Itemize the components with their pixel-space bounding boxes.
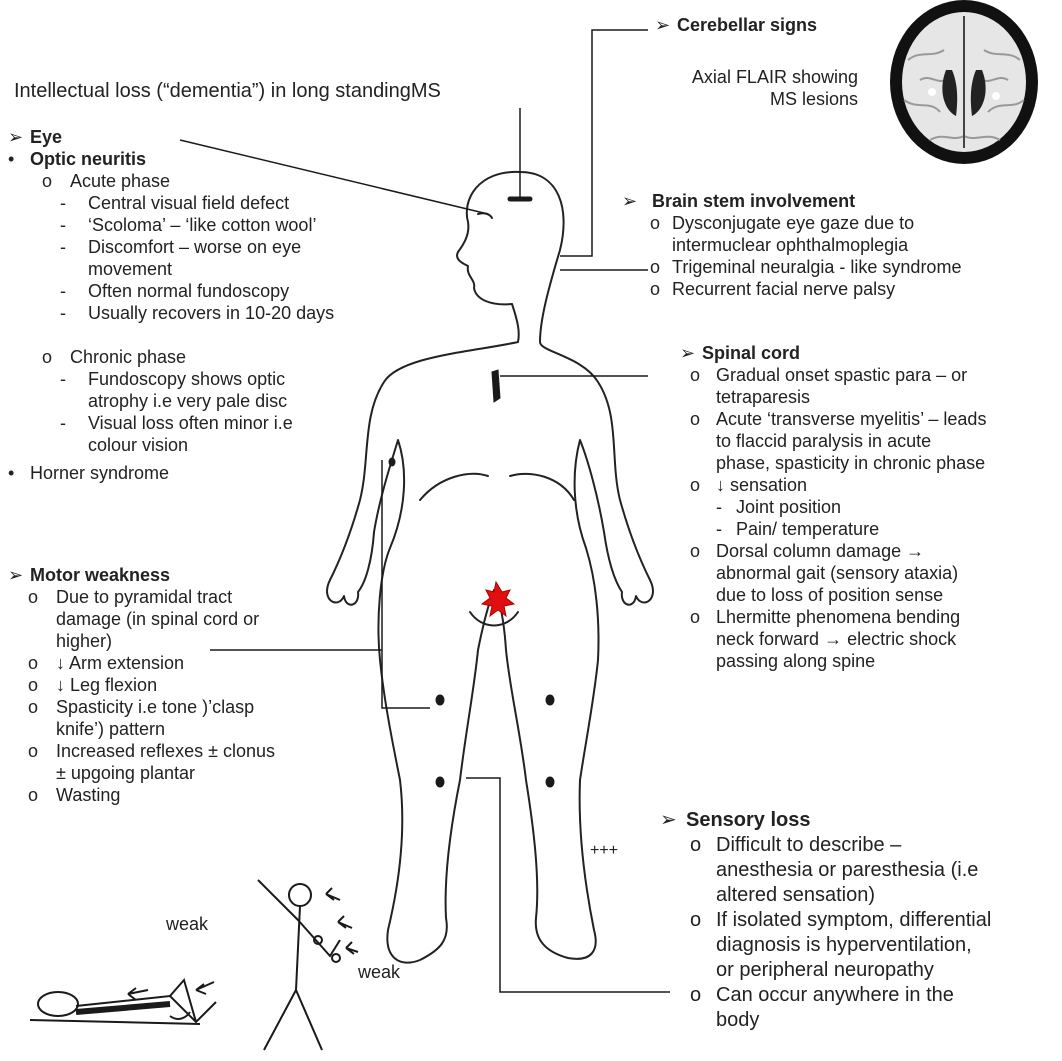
- acute-item: Often normal fundoscopy: [88, 281, 289, 301]
- brainstem-item: Recurrent facial nerve palsy: [672, 279, 895, 299]
- plus-label: +++: [590, 842, 618, 860]
- motor-item: Increased reflexes ± clonus: [56, 741, 275, 761]
- brainstem-item: Trigeminal neuralgia - like syndrome: [672, 257, 961, 277]
- brainstem-item: Dysconjugate eye gaze due to: [672, 213, 914, 233]
- motor-item: Due to pyramidal tract: [56, 587, 232, 607]
- sensory-item: Can occur anywhere in the: [716, 984, 954, 1006]
- groin-curve: [470, 612, 518, 626]
- acute-item: ‘Scoloma’ – ‘like cotton wool’: [88, 215, 316, 235]
- spinal-heading: Spinal cord: [702, 343, 800, 363]
- sensory-item: anesthesia or paresthesia (i.e: [716, 859, 978, 881]
- cerebellar-section: ➢ Cerebellar signs: [655, 14, 817, 36]
- axial-flair-brain-image: [890, 0, 1038, 164]
- motor-item: Spasticity i.e tone )’clasp: [56, 697, 254, 717]
- motor-item: knife’) pattern: [56, 719, 165, 739]
- motor-item: ± upgoing plantar: [56, 763, 195, 783]
- motor-item: Wasting: [56, 785, 120, 805]
- spinal-item: to flaccid paralysis in acute: [716, 431, 931, 451]
- standing-figure: [258, 880, 358, 1050]
- motor-item: Arm extension: [69, 653, 184, 673]
- motor-item: Leg flexion: [70, 675, 157, 695]
- spinal-item: Dorsal column damage: [716, 541, 901, 561]
- spinal-item: Acute ‘transverse myelitis’ – leads: [716, 409, 986, 429]
- spinal-item: neck forward: [716, 629, 819, 649]
- sensory-heading: Sensory loss: [686, 809, 811, 831]
- arrow-marker: ➢: [655, 14, 670, 36]
- motor-item: higher): [56, 631, 112, 651]
- brainstem-item: intermuclear ophthalmoplegia: [672, 235, 908, 255]
- spinal-item: Joint position: [736, 497, 841, 517]
- chronic-item: Visual loss often minor i.e: [88, 413, 293, 433]
- chronic-phase: Chronic phase: [70, 347, 186, 367]
- horner-syndrome: Horner syndrome: [30, 463, 169, 483]
- acute-item: Discomfort – worse on eye: [88, 237, 301, 257]
- circle-marker: o: [42, 170, 52, 192]
- cerebellar-heading: Cerebellar signs: [677, 15, 817, 35]
- spinal-item: Gradual onset spastic para – or: [716, 365, 967, 385]
- spinal-item: Lhermitte phenomena bending: [716, 607, 960, 627]
- spinal-item: passing along spine: [716, 651, 875, 671]
- acute-item: movement: [88, 259, 172, 279]
- spinal-item: tetraparesis: [716, 387, 810, 407]
- motor-item: damage (in spinal cord or: [56, 609, 259, 629]
- motor-heading: Motor weakness: [30, 565, 170, 585]
- optic-neuritis-heading: Optic neuritis: [30, 149, 146, 169]
- chronic-item: Fundoscopy shows optic: [88, 369, 285, 389]
- sensory-item: or peripheral neuropathy: [716, 959, 934, 981]
- acute-phase: Acute phase: [70, 171, 170, 191]
- bullet-marker: •: [8, 148, 14, 170]
- spinal-item: Pain/ temperature: [736, 519, 879, 539]
- spinal-item: due to loss of position sense: [716, 585, 943, 605]
- weak-label: weak: [166, 914, 208, 935]
- lying-figure: [30, 980, 216, 1024]
- sensory-item: Difficult to describe –: [716, 834, 901, 856]
- acute-item: Usually recovers in 10-20 days: [88, 303, 334, 323]
- mri-caption: Axial FLAIR showing MS lesions: [680, 66, 858, 110]
- sensory-item: altered sensation): [716, 884, 875, 906]
- leader-sensory: [466, 778, 670, 992]
- arrow-marker: ➢: [8, 126, 23, 148]
- intellectual-loss-note: Intellectual loss (“dementia”) in long s…: [14, 80, 441, 103]
- sensory-item: body: [716, 1009, 759, 1031]
- sensory-item: If isolated symptom, differential: [716, 909, 991, 931]
- chest-curve-right: [510, 474, 574, 500]
- sensory-item: diagnosis is hyperventilation,: [716, 934, 972, 956]
- spinal-item: electric shock: [847, 629, 956, 649]
- brainstem-heading: Brain stem involvement: [652, 191, 855, 211]
- acute-item: Central visual field defect: [88, 193, 289, 213]
- spinal-item: phase, spasticity in chronic phase: [716, 453, 985, 473]
- weak-label: weak: [358, 962, 400, 983]
- spinal-item: sensation: [730, 475, 807, 495]
- chest-curve-left: [420, 474, 488, 500]
- chronic-item: atrophy i.e very pale disc: [88, 391, 287, 411]
- chronic-item: colour vision: [88, 435, 188, 455]
- eye-heading: Eye: [30, 127, 62, 147]
- spinal-item: abnormal gait (sensory ataxia): [716, 563, 958, 583]
